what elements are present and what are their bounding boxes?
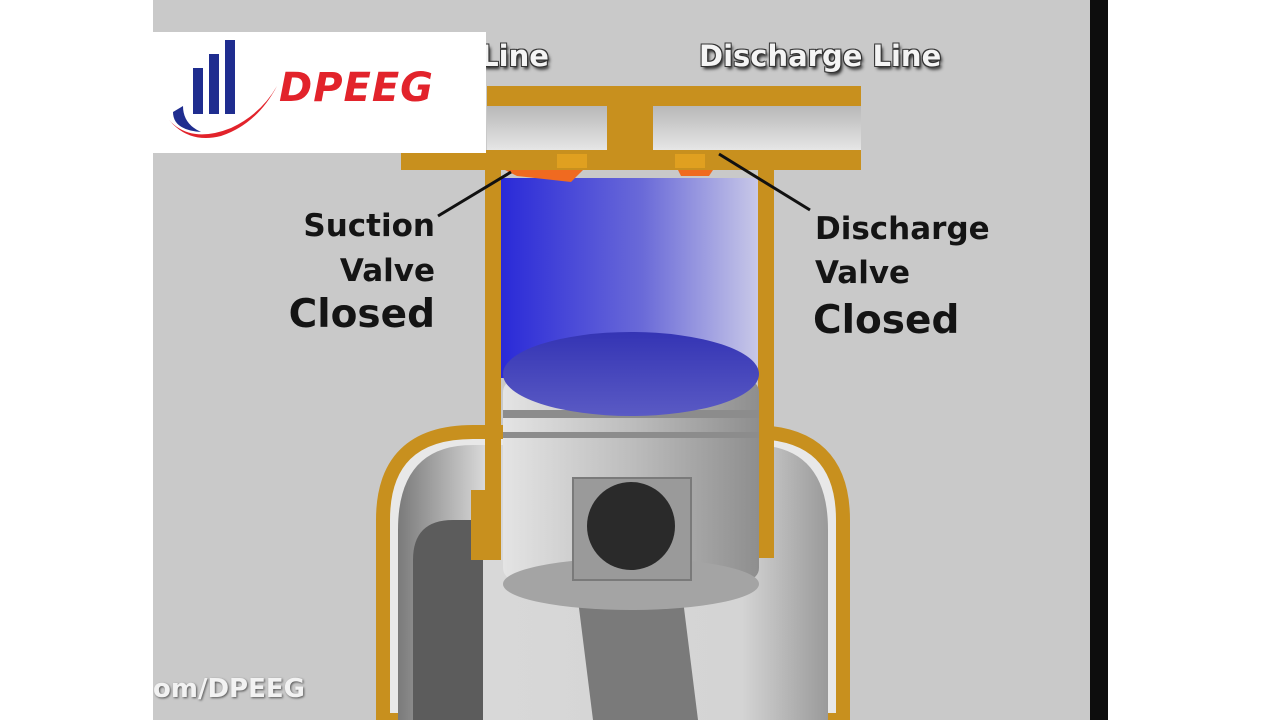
discharge-leader-line: [718, 152, 811, 212]
right-edge-bar: [1090, 0, 1108, 720]
discharge-valve-label-2: Valve: [815, 255, 911, 291]
suction-valve-label-1: Suction: [303, 208, 435, 244]
compressor-diagram: [376, 86, 861, 720]
suction-valve-label-2: Valve: [339, 253, 435, 289]
discharge-valve-label-1: Discharge: [815, 211, 990, 247]
logo: DPEEG: [153, 32, 486, 153]
watermark-text: om/DPEEG: [153, 674, 305, 704]
suction-valve-state: Closed: [288, 292, 435, 337]
discharge-valve: [675, 154, 705, 168]
logo-text: DPEEG: [279, 65, 434, 111]
piston: [503, 332, 759, 610]
wrist-pin: [587, 482, 675, 570]
suction-valve: [557, 154, 587, 168]
video-frame: Suction Line Discharge Line Suction Valv…: [153, 0, 1090, 720]
suction-leader-line: [437, 170, 512, 218]
discharge-line-label: Discharge Line: [699, 39, 942, 73]
cylinder-head: [401, 86, 861, 182]
discharge-valve-state: Closed: [813, 298, 960, 343]
building-swoosh-logo-icon: [169, 40, 277, 138]
